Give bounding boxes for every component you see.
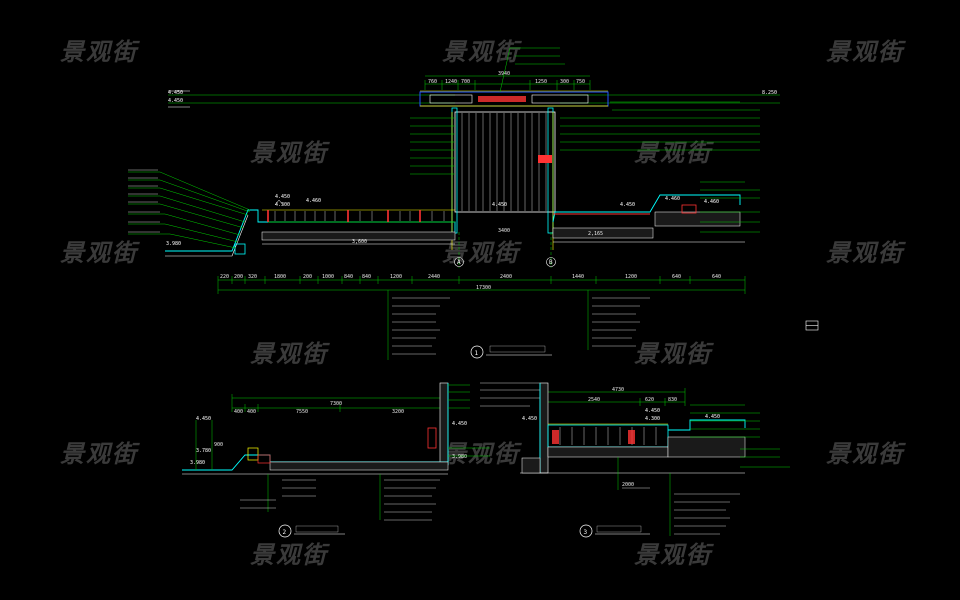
elevation-label: 4.450 xyxy=(705,414,720,420)
elevation-label: 4.460 xyxy=(665,196,680,202)
section-number: 1 xyxy=(475,350,479,357)
dim-label: 2400 xyxy=(500,274,512,280)
dim-label: 620 xyxy=(645,397,654,403)
elevation-label: 3.980 xyxy=(452,454,467,460)
dim-label: 1440 xyxy=(572,274,584,280)
watermark: 景观街 xyxy=(826,239,904,267)
elevation-label: 4.450 xyxy=(620,202,635,208)
dim-label: 2000 xyxy=(622,482,634,488)
dim-label: 1000 xyxy=(322,274,334,280)
watermark: 景观街 xyxy=(250,340,328,368)
section-number-circle xyxy=(278,524,292,538)
elevation-label: 4.460 xyxy=(306,198,321,204)
elevation-label: 4.450 xyxy=(168,90,183,96)
dim-label: 400 xyxy=(234,409,243,415)
wall-cladding-lines xyxy=(461,113,547,211)
elevation-label: 3.980 xyxy=(190,460,205,466)
elevation-label: 8.250 xyxy=(762,90,777,96)
elevation-label: 4.450 xyxy=(645,408,660,414)
dim-label: 7300 xyxy=(330,401,342,407)
section-1: 760 1240 700 1250 300 750 3940 xyxy=(128,47,819,360)
dim-label: 830 xyxy=(668,397,677,403)
dim-label: 900 xyxy=(214,442,223,448)
watermark: 景观街 xyxy=(250,139,328,167)
elevation-label: 4.450 xyxy=(196,416,211,422)
elevation-label: 4.450 xyxy=(168,98,183,104)
dim-label: 840 xyxy=(344,274,353,280)
elevation-label: 3.780 xyxy=(196,448,211,454)
dim-label: 2540 xyxy=(588,397,600,403)
dim-label: 840 xyxy=(362,274,371,280)
elevation-label: 4.450 xyxy=(492,202,507,208)
dim-label: 1250 xyxy=(535,79,547,85)
dim-label: 3,600 xyxy=(352,239,367,245)
watermark: 景观街 xyxy=(634,541,712,569)
dim-label: 700 xyxy=(461,79,470,85)
elevation-markers: 4.450 4.300 4.460 4.450 4.450 4.460 4.46… xyxy=(166,90,777,247)
dim-label: 3400 xyxy=(498,228,510,234)
grid-axis-label: B xyxy=(549,259,553,266)
dim-label: 1200 xyxy=(390,274,402,280)
dim-label: 17300 xyxy=(476,285,491,291)
railing-posts xyxy=(267,210,421,222)
dim-label: 750 xyxy=(576,79,585,85)
elevation-label: 4.300 xyxy=(275,202,290,208)
elevation-label: 4.450 xyxy=(522,416,537,422)
dim-label: 7550 xyxy=(296,409,308,415)
dim-label: 220 xyxy=(220,274,229,280)
dim-label: 300 xyxy=(560,79,569,85)
section-2: 7300 400 400 7550 3200 900 4.450 3.780 3… xyxy=(182,382,540,538)
dim-label: 1800 xyxy=(274,274,286,280)
watermark: 景观街 xyxy=(442,38,520,66)
elevation-label: 4.450 xyxy=(275,194,290,200)
section-number-circle xyxy=(470,345,484,359)
dim-label: 1240 xyxy=(445,79,457,85)
dim-label: 400 xyxy=(247,409,256,415)
section-number: 2 xyxy=(283,529,287,536)
elevation-label: 4.300 xyxy=(645,416,660,422)
dim-label: 640 xyxy=(712,274,721,280)
watermark: 景观街 xyxy=(634,139,712,167)
grid-axis-marker xyxy=(454,257,464,267)
watermark: 景观街 xyxy=(826,38,904,66)
dim-label: 2,165 xyxy=(588,231,603,237)
elevation-label: 4.460 xyxy=(704,199,719,205)
elevation-label: 3.980 xyxy=(166,241,181,247)
dim-label: 4730 xyxy=(612,387,624,393)
watermark: 景观街 xyxy=(60,38,138,66)
dim-label: 1200 xyxy=(625,274,637,280)
dim-label: 760 xyxy=(428,79,437,85)
dim-label: 640 xyxy=(672,274,681,280)
section-3: 4730 2540 620 830 4.450 xyxy=(520,382,790,538)
grid-axis-label: A xyxy=(457,259,461,266)
dim-label: 2440 xyxy=(428,274,440,280)
watermark: 景观街 xyxy=(442,440,520,468)
section-number: 3 xyxy=(584,529,588,536)
watermark: 景观街 xyxy=(250,541,328,569)
section-number-circle xyxy=(579,524,593,538)
watermark: 景观街 xyxy=(60,239,138,267)
dim-label: 200 xyxy=(303,274,312,280)
watermark: 景观街 xyxy=(60,440,138,468)
watermark: 景观街 xyxy=(634,340,712,368)
dim-label: 320 xyxy=(248,274,257,280)
watermark: 景观街 xyxy=(826,440,904,468)
grid-axis-marker xyxy=(546,257,556,267)
dim-label: 200 xyxy=(234,274,243,280)
dim-label: 3200 xyxy=(392,409,404,415)
elevation-label: 4.450 xyxy=(452,421,467,427)
